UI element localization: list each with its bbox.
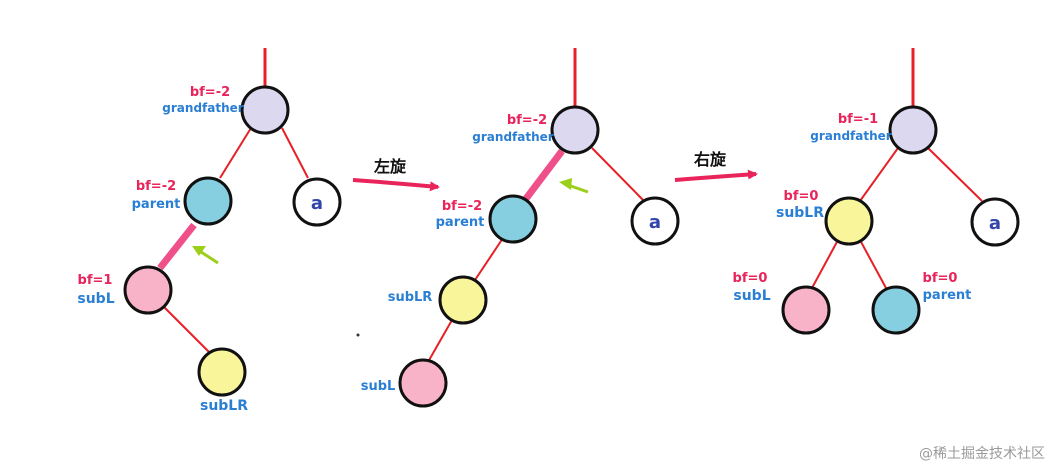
node-parent-1 [183,176,233,226]
stage-3: a bf=-1 grandfather bf=0 subLR bf=0 subL… [733,48,1020,335]
op-arrow-right-rotate: 右旋 [674,150,758,182]
parent-bf-1: bf=-2 [136,179,176,194]
edge-subLR-parent-3 [859,239,887,289]
pointer-arrow-2 [559,178,589,194]
edge-subL-subLR-1 [163,306,211,354]
watermark: @稀土掘金技术社区 [919,446,1045,462]
node-parent-3 [871,285,921,335]
grandfather-bf-1: bf=-2 [190,85,230,100]
node-a-label-1: a [311,193,323,214]
subLR-bf-3: bf=0 [784,189,819,204]
subLR-name-1: subLR [200,398,248,414]
node-subLR-3 [824,196,874,246]
node-a-2 [630,196,680,246]
edge-grandfather-a-1 [281,127,309,179]
edge-grandfather-a-2 [591,147,644,201]
edge-parent-subL-1 [157,222,197,271]
node-subLR-2 [438,275,488,325]
op-label-left-rotate: 左旋 [373,157,407,176]
parent-name-3: parent [923,288,972,303]
subL-name-1: subL [77,291,114,307]
stray-dot [356,333,360,337]
edge-parent-subLR-2 [474,237,504,281]
node-subL-1 [123,265,173,315]
node-parent-2 [488,194,538,244]
parent-bf-3: bf=0 [923,271,958,286]
op-label-right-rotate: 右旋 [694,150,727,169]
subLR-name-2: subLR [388,290,433,305]
grandfather-name-2: grandfather [472,130,553,144]
node-subLR-1 [197,347,247,397]
edge-grandfather-parent-1 [219,127,252,179]
node-subL-2 [398,358,448,408]
edge-subLR-subL-3 [811,239,839,289]
parent-name-1: parent [132,197,181,212]
subL-name-2: subL [361,379,396,394]
subL-name-3: subL [733,288,770,304]
grandfather-bf-2: bf=-2 [507,113,547,128]
node-grandfather-2 [550,105,600,155]
op-arrow-left-rotate: 左旋 [352,157,440,192]
grandfather-name-3: grandfather [810,129,891,143]
subLR-name-3: subLR [776,205,824,221]
node-subL-3 [781,285,831,335]
parent-bf-2: bf=-2 [442,199,482,214]
edge-grandfather-a-3 [927,147,983,202]
edge-subLR-subL-2 [427,319,453,363]
grandfather-name-1: grandfather [162,101,243,115]
subL-bf-1: bf=1 [78,273,113,288]
node-a-3 [970,197,1020,247]
node-grandfather-1 [240,85,290,135]
stage-2: a bf=-2 grandfather bf=-2 parent subLR s… [361,48,680,408]
node-a-1 [292,177,342,227]
pointer-arrow-1 [192,246,219,265]
edge-grandfather-subLR-3 [859,147,899,202]
node-a-label-2: a [649,212,661,233]
edge-grandfather-parent-2 [522,148,565,203]
subL-bf-3: bf=0 [733,271,768,286]
stage-1: a bf=-2 grandfather bf=-2 parent bf=1 su… [77,48,342,414]
parent-name-2: parent [436,215,485,230]
node-grandfather-3 [888,105,938,155]
grandfather-bf-3: bf=-1 [838,112,878,127]
node-a-label-3: a [989,213,1001,234]
